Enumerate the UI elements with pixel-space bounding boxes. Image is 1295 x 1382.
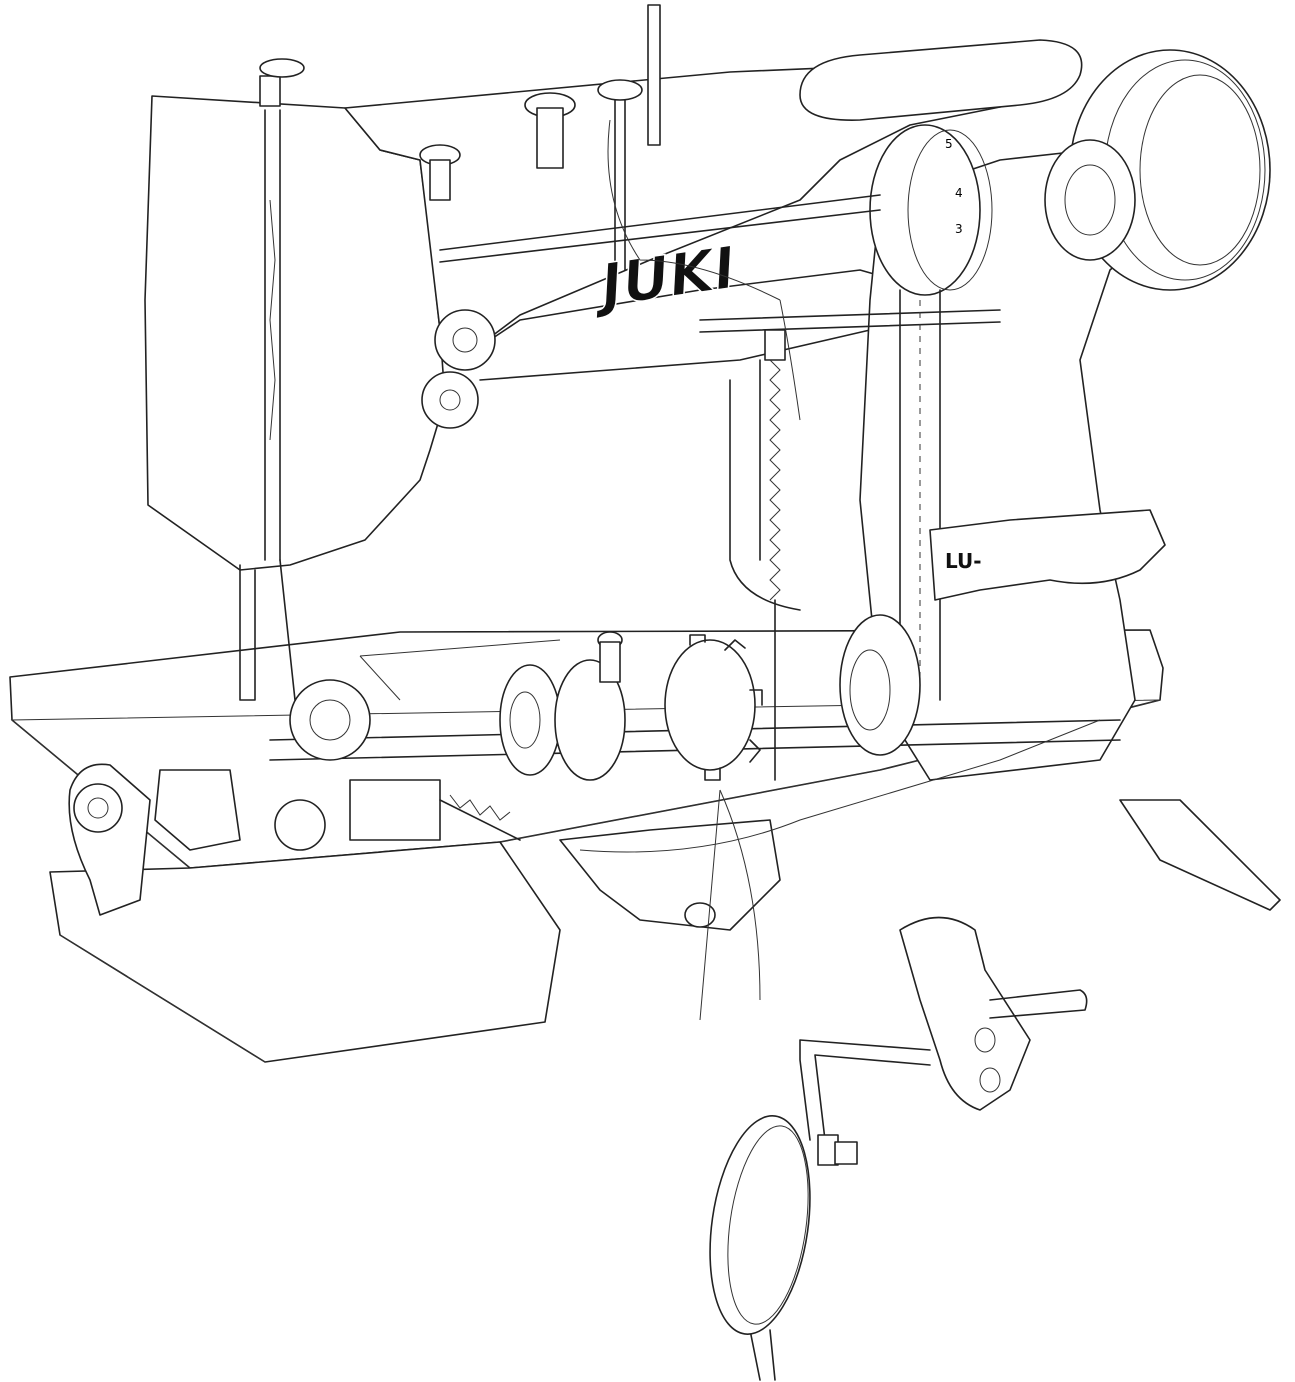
main-shaft xyxy=(439,194,1001,333)
top-knobs xyxy=(524,4,661,271)
pedal-linkage xyxy=(749,916,1088,1381)
hand-wheel xyxy=(1044,49,1271,291)
pulley-scale-4: 4 xyxy=(955,186,963,200)
thread-paths xyxy=(579,119,1101,1021)
pulley-scale-5: 5 xyxy=(945,137,953,151)
stitch-dial: 5 4 3 xyxy=(869,124,993,296)
arm-top-cover xyxy=(799,39,1083,121)
needle-bar-assembly xyxy=(239,58,305,701)
drive-gear xyxy=(664,634,763,781)
machine-arm xyxy=(144,57,1151,781)
thread-tension xyxy=(419,144,496,429)
knee-lifter-pad xyxy=(709,1115,858,1335)
lower-bracket xyxy=(559,819,781,931)
spring-rod xyxy=(764,329,786,781)
belt-guard: LU- xyxy=(929,509,1166,601)
lower-shaft xyxy=(269,614,1121,781)
hook-mechanism xyxy=(154,679,521,851)
guard-label: LU- xyxy=(945,549,982,573)
left-leg xyxy=(68,763,151,916)
pulley-scale-3: 3 xyxy=(955,222,963,236)
